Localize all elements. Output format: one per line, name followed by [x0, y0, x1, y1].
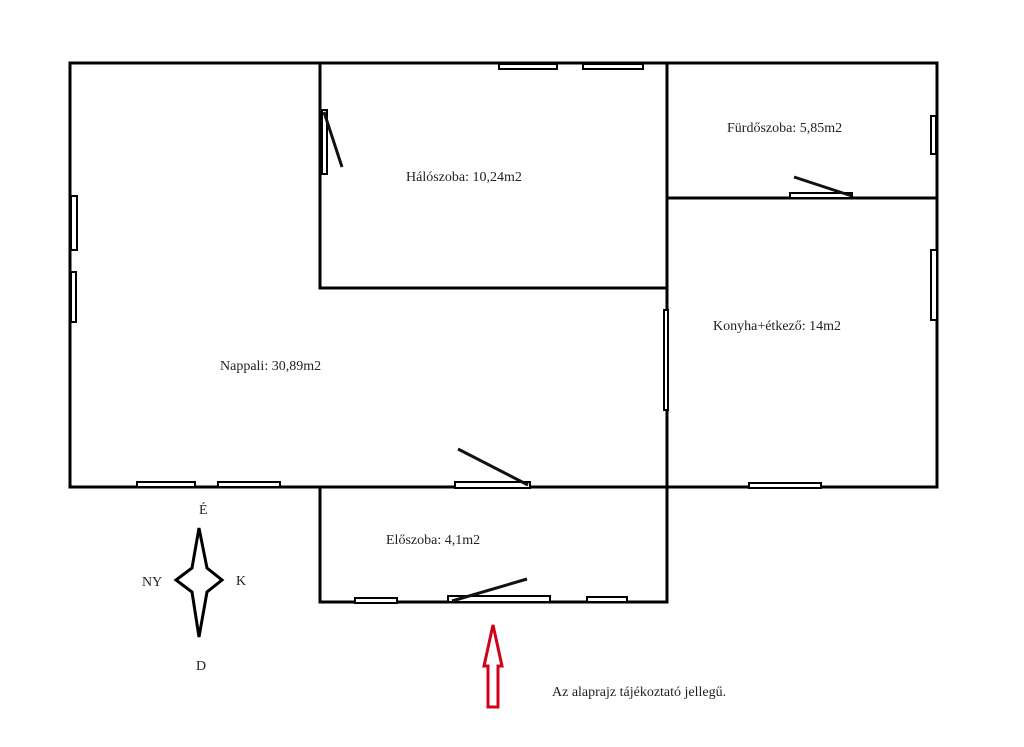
- window: [582, 63, 644, 70]
- compass-south: D: [196, 659, 206, 674]
- door-leaf: [793, 175, 853, 198]
- windows: [70, 63, 938, 604]
- doors: [321, 109, 853, 603]
- compass-star-icon: [173, 527, 225, 638]
- window: [498, 63, 558, 70]
- window: [930, 115, 937, 155]
- window: [70, 271, 77, 323]
- door-frame: [454, 481, 531, 489]
- window: [354, 597, 398, 604]
- door-leaf: [457, 447, 529, 487]
- window: [663, 309, 669, 411]
- compass-east: K: [236, 574, 246, 589]
- compass-north: É: [199, 501, 208, 518]
- compass-rose: É NY K D: [142, 501, 246, 674]
- compass-west: NY: [142, 575, 162, 590]
- window: [930, 249, 938, 321]
- window: [70, 195, 78, 251]
- window: [748, 482, 822, 489]
- window: [136, 481, 196, 488]
- bedroom-wall: [318, 63, 667, 290]
- door-frame: [447, 595, 551, 603]
- window: [217, 481, 281, 488]
- disclaimer-note: Az alaprajz tájékoztató jellegű.: [552, 685, 726, 700]
- door-leaf: [451, 577, 528, 603]
- room-label-konyha: Konyha+étkező: 14m2: [713, 319, 841, 334]
- room-label-furdoszoba: Fürdőszoba: 5,85m2: [727, 121, 842, 136]
- room-label-nappali: Nappali: 30,89m2: [220, 359, 321, 374]
- door-frame: [321, 109, 328, 175]
- room-label-eloszoba: Előszoba: 4,1m2: [386, 533, 480, 548]
- room-label-haloszoba: Hálószoba: 10,24m2: [406, 170, 522, 185]
- window: [586, 596, 628, 603]
- entrance-arrow-icon: [482, 624, 504, 709]
- door-leaf: [322, 111, 344, 168]
- hall-wall: [318, 487, 669, 604]
